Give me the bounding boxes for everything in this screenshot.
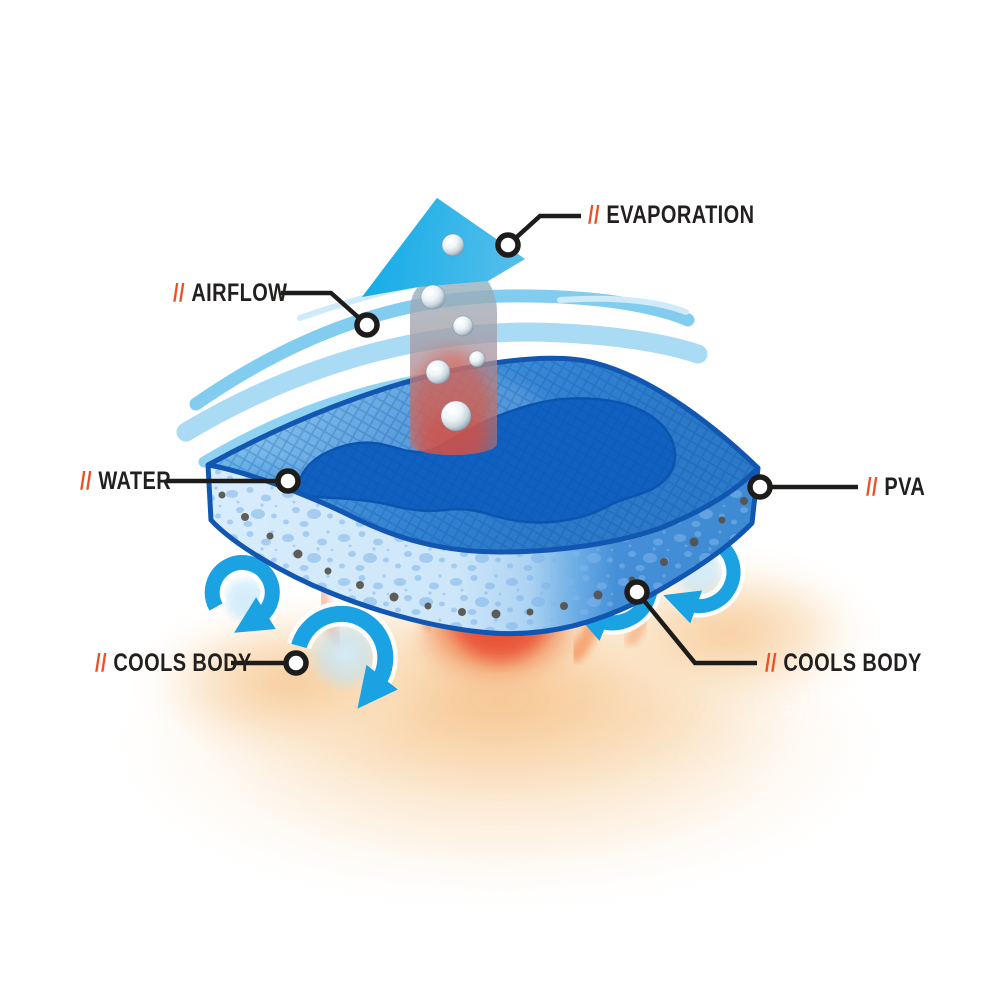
label-text: AIRFLOW — [191, 278, 288, 307]
label-evaporation: // EVAPORATION — [588, 199, 754, 231]
connector-line-airflow — [281, 290, 369, 327]
label-cools-body-right: // COOLS BODY — [765, 647, 922, 679]
double-slash-icon: // — [173, 278, 185, 307]
water-droplets — [420, 233, 486, 432]
double-slash-icon: // — [80, 466, 92, 495]
connector-marker-water — [275, 468, 301, 494]
connector-marker-cools-left — [283, 650, 309, 676]
label-pva: // PVA — [866, 471, 925, 503]
label-cools-body-left: // COOLS BODY — [95, 647, 252, 679]
label-text: COOLS BODY — [783, 648, 922, 677]
double-slash-icon: // — [588, 200, 600, 229]
connector-marker-evaporation — [495, 232, 521, 258]
connector-line-evaporation — [506, 213, 581, 247]
label-text: COOLS BODY — [113, 648, 252, 677]
swirl-arrow-left-large — [291, 605, 398, 709]
connector-marker-cools-right — [624, 579, 650, 605]
towel-outline — [205, 462, 761, 637]
pva-towel — [205, 355, 761, 637]
towel-back-edge-outline — [206, 355, 760, 470]
label-text: PVA — [884, 472, 926, 501]
connector-marker-pva — [747, 474, 773, 500]
connector-marker-airflow — [354, 312, 380, 338]
label-text: EVAPORATION — [606, 200, 755, 229]
label-text: WATER — [98, 466, 172, 495]
swirl-arrow-left-small — [204, 554, 280, 633]
connector-line-cools-right — [635, 590, 757, 666]
label-airflow: // AIRFLOW — [173, 277, 287, 309]
pva-dotted-line — [218, 491, 748, 619]
double-slash-icon: // — [765, 648, 777, 677]
double-slash-icon: // — [95, 648, 107, 677]
callout-connectors — [166, 213, 858, 676]
label-water: // WATER — [80, 465, 171, 497]
double-slash-icon: // — [866, 472, 878, 501]
